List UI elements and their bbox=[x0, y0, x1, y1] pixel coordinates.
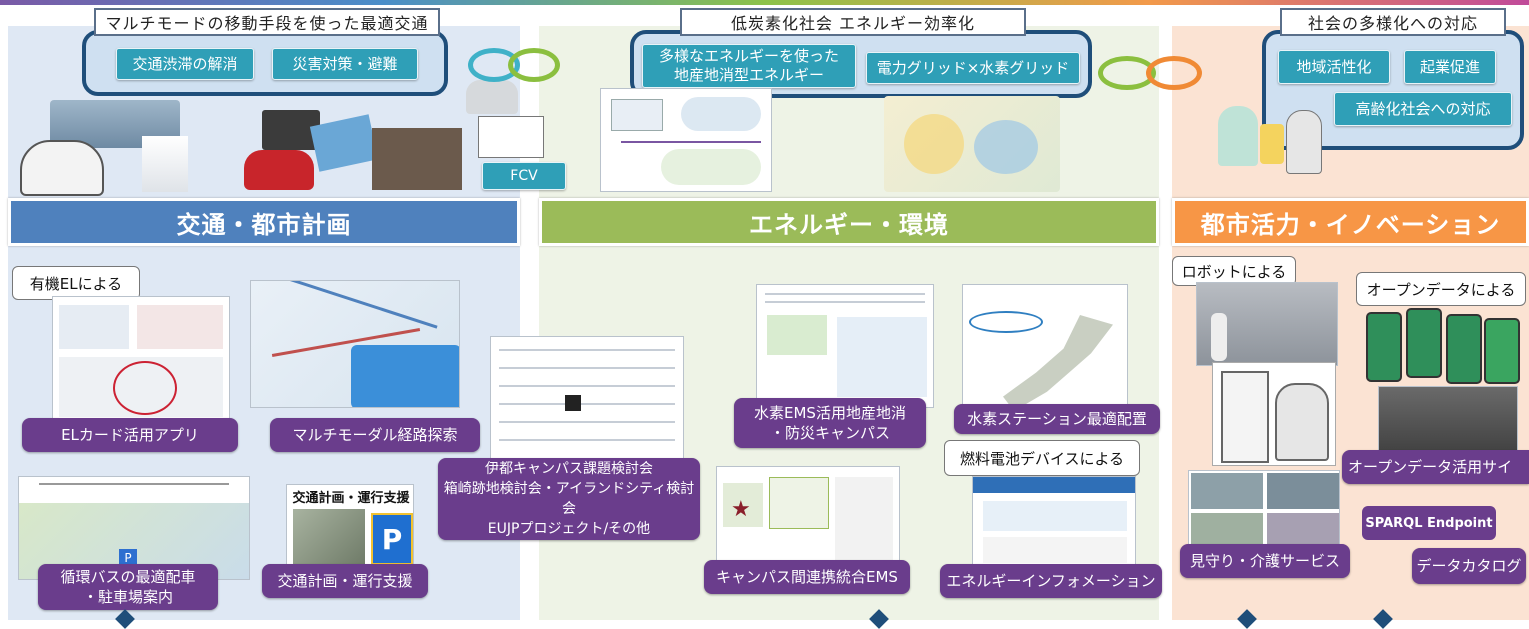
callout-organic-el: 有機ELによる bbox=[12, 266, 140, 300]
smartphone-image bbox=[309, 114, 379, 172]
red-car-image bbox=[244, 150, 314, 190]
callout-open-data: オープンデータによる bbox=[1356, 272, 1526, 306]
campus-ems-image: ★ bbox=[716, 466, 900, 566]
ring-orange-right bbox=[1146, 56, 1202, 90]
label-traffic-support: 交通計画・運行支援 bbox=[262, 564, 428, 598]
label-sparql: SPARQL Endpoint bbox=[1362, 506, 1496, 540]
ring-green-left bbox=[508, 48, 560, 82]
label-open-data-site: オープンデータ活用サイ bbox=[1342, 450, 1529, 484]
label-hydrogen-ems: 水素EMS活用地産地消 ・防災キャンパス bbox=[734, 398, 926, 448]
top-color-bar bbox=[0, 0, 1529, 5]
label-bus: 循環バスの最適配車 ・駐車場案内 bbox=[38, 564, 218, 610]
energy-topic-title: 低炭素化社会 エネルギー効率化 bbox=[680, 8, 1026, 36]
traffic-support-card-title: 交通計画・運行支援 bbox=[292, 490, 410, 506]
energy-diagram-image bbox=[600, 88, 772, 192]
label-energy-info: エネルギーインフォメーション bbox=[940, 564, 1162, 598]
label-hydrogen-station: 水素ステーション最適配置 bbox=[954, 404, 1160, 434]
label-care-service: 見守り・介護サービス bbox=[1180, 544, 1350, 578]
app-photos bbox=[244, 110, 464, 192]
society-topic-title: 社会の多様化への対応 bbox=[1280, 8, 1506, 36]
fcv-label: FCV bbox=[482, 162, 566, 190]
el-app-image bbox=[52, 296, 230, 424]
callout-robot: ロボットによる bbox=[1172, 256, 1296, 286]
header-urban: 都市活力・イノベーション bbox=[1172, 198, 1529, 246]
label-campus-meeting: 伊都キャンパス課題検討会 箱崎跡地検討会・アイランドシティ検討会 EUJPプロジ… bbox=[438, 458, 700, 540]
topic-disaster: 災害対策・避難 bbox=[272, 48, 418, 80]
care-room-images bbox=[1188, 470, 1340, 550]
label-data-catalog: データカタログ bbox=[1412, 548, 1526, 584]
fcv-car-image bbox=[466, 80, 518, 114]
topic-grid: 電力グリッド×水素グリッド bbox=[866, 52, 1080, 84]
traffic-support-card: 交通計画・運行支援 P bbox=[286, 484, 414, 568]
header-energy: エネルギー・環境 bbox=[539, 198, 1159, 246]
phone-mockups bbox=[1366, 304, 1520, 384]
callout-fuel-cell: 燃料電池デバイスによる bbox=[944, 440, 1140, 476]
ev-car-image bbox=[20, 140, 104, 196]
mobility-photos bbox=[20, 100, 220, 196]
grid-illustration bbox=[884, 96, 1060, 192]
topic-regional: 地域活性化 bbox=[1278, 50, 1390, 84]
pedestrian-image bbox=[142, 136, 188, 192]
energy-info-image bbox=[972, 476, 1136, 568]
label-route-search: マルチモーダル経路探索 bbox=[270, 418, 480, 452]
topic-aging: 高齢化社会への対応 bbox=[1334, 92, 1512, 126]
header-transport: 交通・都市計画 bbox=[8, 198, 520, 246]
label-el-app: ELカード活用アプリ bbox=[22, 418, 238, 452]
topic-local-energy: 多様なエネルギーを使った 地産地消型エネルギー bbox=[642, 44, 856, 88]
robot-fridge-illustration bbox=[1212, 362, 1336, 466]
topic-traffic-jam: 交通渋滞の解消 bbox=[116, 48, 254, 80]
hydrogen-ems-image bbox=[756, 284, 934, 408]
topic-startup: 起業促進 bbox=[1404, 50, 1496, 84]
data-flow-diagram bbox=[490, 336, 684, 464]
elderly-care-illustration bbox=[1212, 96, 1324, 186]
fcv-photos bbox=[462, 80, 544, 164]
display-room-image bbox=[372, 128, 462, 190]
fcv-bus-image bbox=[478, 116, 544, 158]
label-campus-ems: キャンパス間連携統合EMS bbox=[704, 560, 910, 594]
transport-topic-title: マルチモードの移動手段を使った最適交通 bbox=[94, 8, 440, 36]
route-map-image bbox=[250, 280, 460, 408]
robot-room-image bbox=[1196, 282, 1338, 366]
japan-map-image bbox=[962, 284, 1128, 414]
